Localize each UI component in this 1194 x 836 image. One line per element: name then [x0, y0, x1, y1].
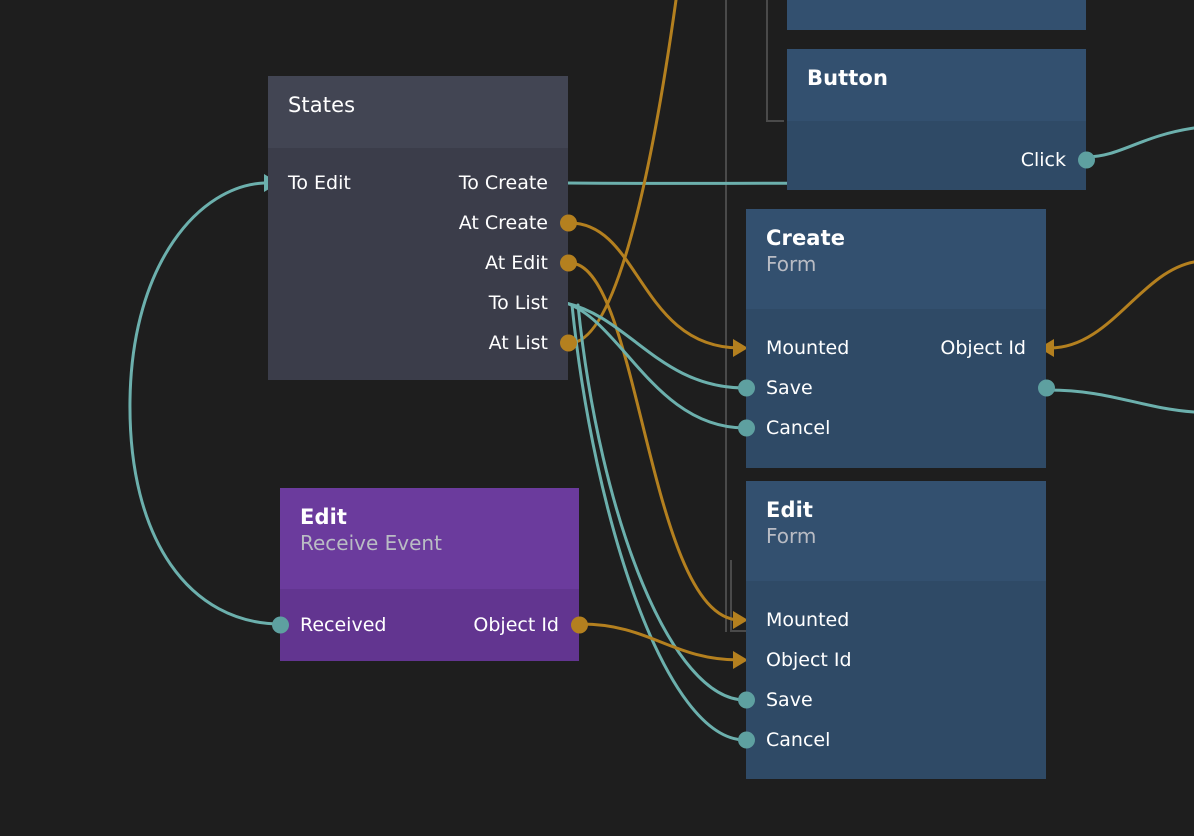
port-row[interactable]: Click [787, 140, 1095, 180]
node-header: States [268, 76, 568, 148]
port-row[interactable]: To Edit To Create [268, 163, 568, 203]
node-header: Create Form [746, 209, 1046, 309]
node-edit-receive-event[interactable]: Edit Receive Event Received Object Id [271, 488, 588, 661]
port-label-received: Received [300, 613, 387, 636]
node-states[interactable]: States To Edit To Create At Create At Ed… [268, 76, 577, 380]
port-dot-received[interactable] [271, 616, 289, 634]
port-label-cancel: Cancel [766, 728, 831, 751]
port-dot-at-list[interactable] [559, 334, 577, 352]
port-label-save: Save [766, 376, 813, 399]
node-header: Edit Form [746, 481, 1046, 581]
port-row[interactable]: Mounted Object Id [746, 328, 1046, 368]
node-subtitle: Form [766, 252, 817, 277]
node-title: Edit [766, 498, 814, 522]
port-dot-right-out[interactable] [1037, 379, 1055, 397]
port-dot-cancel[interactable] [737, 731, 755, 749]
node-body: To Edit To Create At Create At Edit To L… [268, 148, 577, 380]
port-dot-save[interactable] [737, 379, 755, 397]
port-label-to-list: To List [488, 291, 548, 314]
port-dot-at-create[interactable] [559, 214, 577, 232]
node-title: Create [766, 226, 846, 250]
port-label-mounted: Mounted [766, 608, 850, 631]
port-label-click: Click [1020, 148, 1066, 171]
port-label-mounted: Mounted [766, 336, 850, 359]
port-dot-save[interactable] [737, 691, 755, 709]
port-row[interactable]: To List [268, 283, 568, 323]
port-label-at-edit: At Edit [485, 251, 548, 274]
port-row[interactable]: Mounted [746, 600, 1046, 640]
node-header: Edit Receive Event [280, 488, 579, 589]
port-label-at-list: At List [488, 331, 548, 354]
port-row[interactable]: Cancel [737, 408, 1046, 448]
node-body: Mounted Object Id Save Cancel [737, 309, 1055, 468]
port-row[interactable]: At Edit [268, 243, 577, 283]
port-label-save: Save [766, 688, 813, 711]
port-dot-click[interactable] [1077, 151, 1095, 169]
node-subtitle: Receive Event [300, 531, 442, 556]
node-create-form[interactable]: Create Form Mounted Object Id Save Cance… [737, 209, 1055, 468]
port-dot-at-edit[interactable] [559, 254, 577, 272]
port-label-to-create: To Create [458, 171, 548, 194]
node-body: Click [787, 121, 1095, 190]
port-row[interactable]: Save [737, 368, 1055, 408]
node-header: Button [787, 49, 1086, 121]
port-row[interactable]: Received Object Id [271, 605, 588, 645]
node-title: States [288, 93, 356, 117]
node-title: Edit [300, 505, 348, 529]
port-label-object-id: Object Id [766, 648, 852, 671]
node-partial-top[interactable] [787, 0, 1086, 30]
port-label-object-id: Object Id [473, 613, 559, 636]
port-dot-object-id[interactable] [570, 616, 588, 634]
port-row[interactable]: At Create [268, 203, 577, 243]
node-header [787, 0, 1086, 30]
node-button[interactable]: Button Click [787, 49, 1095, 190]
port-label-object-id: Object Id [940, 336, 1026, 359]
node-subtitle: Form [766, 524, 817, 549]
port-row[interactable]: At List [268, 323, 577, 363]
port-row[interactable]: Save [737, 680, 1046, 720]
port-row[interactable]: Cancel [737, 720, 1046, 760]
node-title: Button [807, 66, 889, 90]
node-edit-form[interactable]: Edit Form Mounted Object Id Save Cancel [737, 481, 1046, 779]
port-label-to-edit: To Edit [288, 171, 351, 194]
group-bracket-top [766, 0, 784, 122]
port-dot-cancel[interactable] [737, 419, 755, 437]
port-label-at-create: At Create [458, 211, 548, 234]
port-row[interactable]: Object Id [746, 640, 1046, 680]
node-body: Mounted Object Id Save Cancel [737, 581, 1046, 779]
node-body: Received Object Id [271, 589, 588, 661]
port-label-cancel: Cancel [766, 416, 831, 439]
